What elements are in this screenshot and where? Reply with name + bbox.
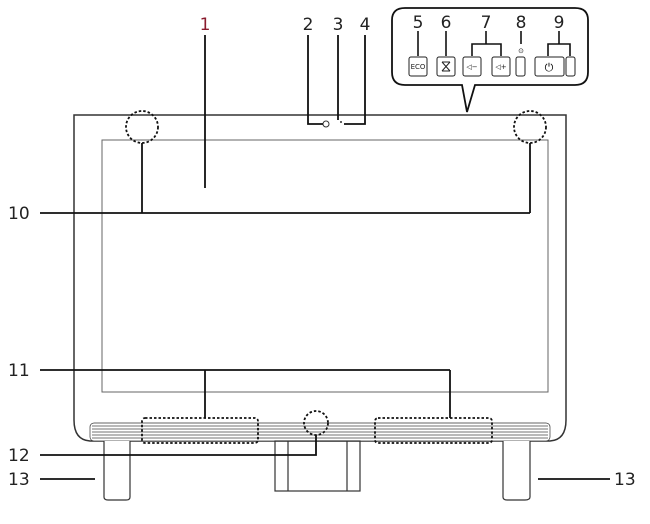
center-stand: [274, 440, 361, 492]
callout-3: 3: [333, 15, 344, 35]
callout-5: 5: [413, 13, 424, 33]
callout-7: 7: [481, 13, 492, 33]
callout-9: 9: [554, 13, 565, 33]
volume-down-label: ◁−: [466, 63, 477, 71]
callout-2: 2: [303, 15, 314, 35]
volume-down-button[interactable]: [462, 56, 482, 77]
screen: [101, 139, 549, 393]
speaker-grille: [89, 422, 551, 442]
callout-10: 10: [8, 204, 30, 224]
callout-1: 1: [200, 15, 211, 35]
callout-12: 12: [8, 446, 30, 466]
callout-6: 6: [441, 13, 452, 33]
right-foot: [502, 441, 531, 501]
volume-up-button[interactable]: [491, 56, 511, 77]
callout-8: 8: [516, 13, 527, 33]
mute-icon: [441, 61, 451, 72]
control-panel-callout: [391, 7, 589, 113]
eco-button-label: ECO: [411, 63, 426, 71]
volume-up-label: ◁+: [495, 63, 506, 71]
left-foot: [103, 441, 131, 501]
callout-13-left: 13: [8, 470, 30, 490]
callout-4: 4: [360, 15, 371, 35]
power-button[interactable]: [534, 56, 565, 77]
camera: [322, 120, 330, 128]
power-indicator: [565, 56, 576, 77]
speaker-right-marker: [374, 417, 493, 444]
power-icon: ⏻: [545, 61, 554, 74]
callout-13-right: 13: [614, 470, 636, 490]
status-indicator-8: [515, 56, 526, 77]
drive-icon: ⊙: [518, 47, 524, 55]
eco-button[interactable]: [408, 56, 428, 77]
callout-11: 11: [8, 361, 30, 381]
mic-indicator: [340, 121, 342, 123]
speaker-left-marker: [141, 417, 259, 444]
